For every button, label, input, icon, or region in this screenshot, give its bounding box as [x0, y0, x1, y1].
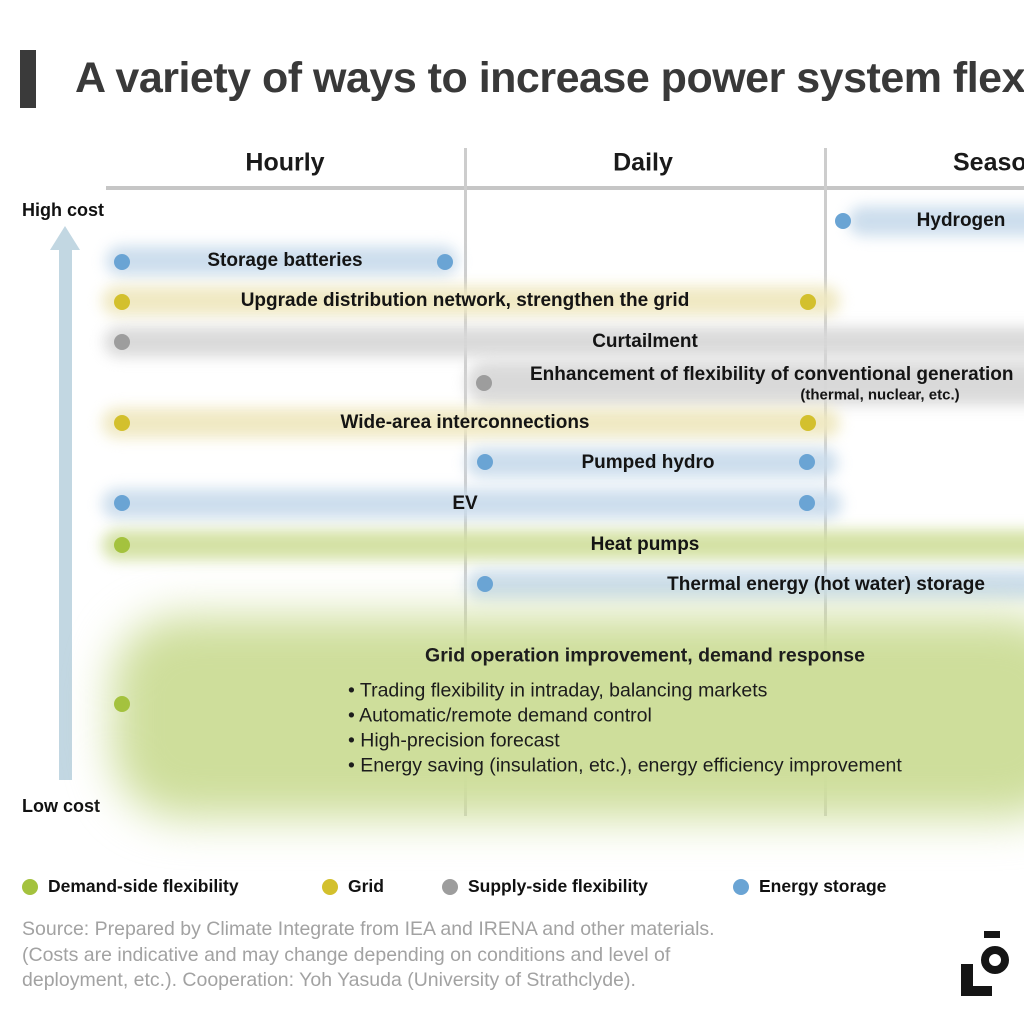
legend-item-grid: Grid — [322, 876, 384, 897]
logo-letter-l-foot — [961, 986, 992, 996]
dot-pumped-hydro-right — [799, 454, 815, 470]
dot-ev-right — [799, 495, 815, 511]
axis-label-high-cost: High cost — [22, 200, 105, 220]
bar-thermal-energy-storage — [466, 570, 1024, 600]
axis-label-low-cost: Low cost — [22, 796, 101, 816]
legend-dot-demand-side — [22, 878, 38, 895]
dot-wide-area-right — [800, 415, 816, 431]
bar-storage-batteries — [106, 246, 458, 276]
dot-grid-operation — [114, 696, 130, 712]
source-note: Source: Prepared by Climate Integrate fr… — [22, 917, 715, 994]
dot-wide-area-left — [114, 415, 130, 431]
label-pumped-hydro: Pumped hydro — [581, 452, 715, 473]
source-line-1: Source: Prepared by Climate Integrate fr… — [22, 918, 715, 940]
bar-curtailment — [104, 327, 1024, 357]
column-divider-2 — [824, 148, 827, 816]
cost-axis-arrow-shaft — [59, 248, 72, 780]
legend-label-demand-side: Demand-side flexibility — [48, 876, 239, 896]
dot-hydrogen — [835, 213, 851, 229]
header-underline — [106, 186, 1024, 190]
label-enhancement-sub: (thermal, nuclear, etc.) — [800, 386, 960, 404]
green-block-bullet-1: • Trading flexibility in intraday, balan… — [348, 679, 768, 702]
label-thermal-energy: Thermal energy (hot water) storage — [667, 574, 985, 595]
label-heat-pumps: Heat pumps — [590, 534, 700, 555]
column-header-seasonal: Seasonal — [953, 148, 1024, 177]
legend-item-energy-storage: Energy storage — [733, 876, 886, 897]
bar-hydrogen — [848, 206, 1024, 236]
bar-enhancement-conventional — [466, 361, 1024, 405]
column-header-daily: Daily — [613, 148, 673, 177]
bar-wide-area-interconnections — [102, 408, 840, 438]
label-enhancement-conventional: Enhancement of flexibility of convention… — [530, 364, 1014, 385]
cost-axis-arrow-head-icon — [50, 226, 80, 250]
green-block-bullet-4: • Energy saving (insulation, etc.), ener… — [348, 754, 902, 777]
page-title: A variety of ways to increase power syst… — [75, 54, 1024, 102]
dot-curtailment — [114, 334, 130, 350]
label-hydrogen: Hydrogen — [916, 210, 1006, 231]
bar-upgrade-distribution — [102, 286, 840, 316]
green-block-bullet-3: • High-precision forecast — [348, 729, 560, 752]
dot-ev-left — [114, 495, 130, 511]
legend-dot-grid — [322, 878, 338, 895]
label-ev: EV — [452, 493, 478, 514]
dot-upgrade-right — [800, 294, 816, 310]
legend-item-supply-side: Supply-side flexibility — [442, 876, 648, 897]
label-storage-batteries: Storage batteries — [207, 250, 363, 271]
legend-dot-supply-side — [442, 878, 458, 895]
column-header-hourly: Hourly — [245, 148, 325, 177]
bar-heat-pumps — [102, 530, 1024, 560]
green-block-grid-operation — [112, 616, 1024, 818]
dot-thermal-energy — [477, 576, 493, 592]
legend-label-energy-storage: Energy storage — [759, 876, 887, 896]
dot-storage-batteries-left — [114, 254, 130, 270]
dot-heat-pumps — [114, 537, 130, 553]
bar-pumped-hydro — [466, 448, 838, 478]
dot-pumped-hydro-left — [477, 454, 493, 470]
label-wide-area: Wide-area interconnections — [340, 412, 590, 433]
legend-item-demand-side: Demand-side flexibility — [22, 876, 239, 897]
green-block-bullet-2: • Automatic/remote demand control — [348, 704, 652, 727]
logo-letter-o-icon — [981, 946, 1009, 974]
legend-label-supply-side: Supply-side flexibility — [468, 876, 648, 896]
label-upgrade-distribution: Upgrade distribution network, strengthen… — [240, 290, 690, 311]
bar-ev — [102, 489, 842, 519]
legend-label-grid: Grid — [348, 876, 384, 896]
dot-upgrade-left — [114, 294, 130, 310]
logo-mark-dash — [984, 931, 1000, 938]
source-line-2: (Costs are indicative and may change dep… — [22, 943, 671, 966]
title-accent-bar — [20, 50, 36, 108]
label-curtailment: Curtailment — [592, 331, 698, 352]
legend-dot-energy-storage — [733, 878, 749, 895]
column-divider-1 — [464, 148, 467, 816]
green-block-heading: Grid operation improvement, demand respo… — [425, 644, 865, 667]
dot-storage-batteries-right — [437, 254, 453, 270]
source-line-3: deployment, etc.). Cooperation: Yoh Yasu… — [22, 969, 636, 991]
dot-enhancement — [476, 375, 492, 391]
